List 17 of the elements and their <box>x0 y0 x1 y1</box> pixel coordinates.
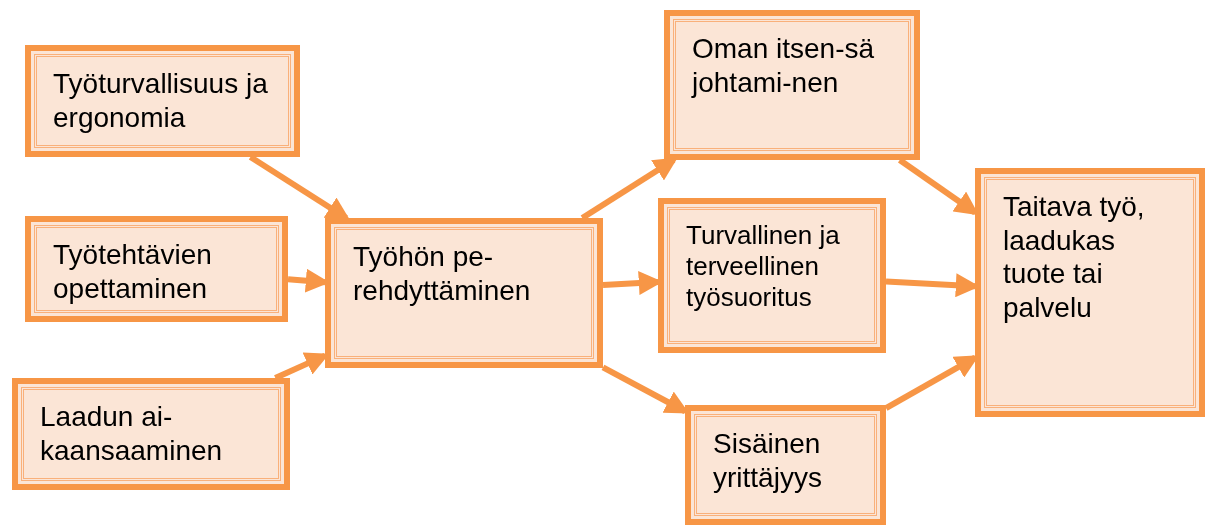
process-box <box>25 216 288 322</box>
box-label: Oman itsen-sä johtami-nen <box>692 32 876 100</box>
box-label: Laadun ai-kaansaaminen <box>40 400 224 468</box>
process-box <box>975 168 1205 417</box>
box-label: Taitava työ, laadukas tuote tai palvelu <box>1003 190 1146 325</box>
box-label: Työturvallisuus ja ergonomia <box>53 67 269 135</box>
process-box <box>325 218 603 368</box>
process-box <box>685 405 886 525</box>
process-box <box>664 10 920 160</box>
box-label: Työtehtävien opettaminen <box>53 238 213 306</box>
process-box <box>12 378 290 490</box>
process-box <box>658 198 886 353</box>
box-label: Turvallinen ja terveellinen työsuoritus <box>686 220 841 314</box>
box-label: Työhön pe-rehdyttäminen <box>353 240 532 308</box>
box-label: Sisäinen yrittäjyys <box>713 427 823 495</box>
arrow <box>580 157 678 221</box>
process-box <box>25 45 300 157</box>
